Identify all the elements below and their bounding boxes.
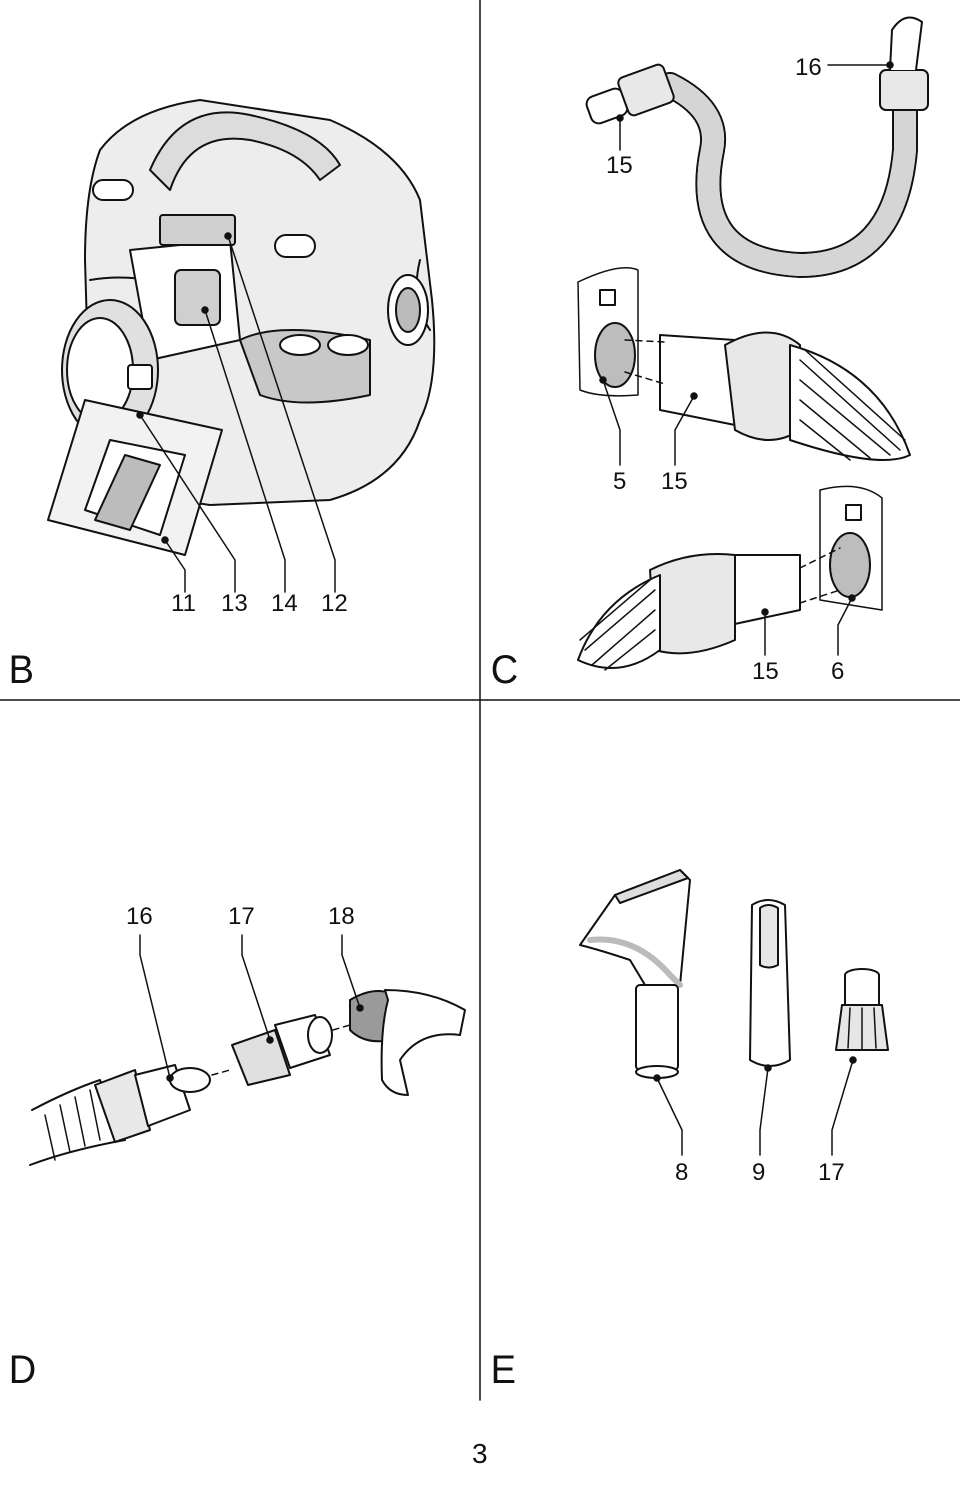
vacuum-unit-illustration	[47, 99, 436, 556]
upholstery-nozzle-illustration	[579, 869, 691, 1079]
panel-label-c: C	[490, 648, 519, 692]
callout-number: 15	[752, 658, 779, 685]
callout-number: 9	[752, 1159, 766, 1186]
callout-number: 18	[328, 903, 355, 930]
panel-label-b: B	[8, 648, 35, 692]
panel-c-leaders	[599, 61, 894, 656]
crevice-tool-illustration	[749, 899, 791, 1067]
adapter-17-illustration	[835, 968, 889, 1051]
hose-adapter-illustration	[29, 989, 466, 1166]
callout-number: 17	[818, 1159, 845, 1186]
callout-number: 16	[126, 903, 153, 930]
callout-number: 16	[795, 54, 822, 81]
callout-number: 5	[613, 468, 627, 495]
page-number: 3	[472, 1438, 488, 1469]
callout-number: 8	[675, 1159, 689, 1186]
hose-nozzle-connection-lower	[577, 485, 883, 671]
callout-number: 14	[271, 590, 298, 617]
callout-number: 17	[228, 903, 255, 930]
panel-grid	[0, 0, 960, 1401]
callout-number: 6	[831, 658, 845, 685]
panel-label-d: D	[8, 1348, 37, 1392]
panel-label-e: E	[490, 1348, 517, 1392]
panel-b-leaders	[136, 232, 336, 593]
panel-e-leaders	[653, 1056, 857, 1156]
callout-number: 12	[321, 590, 348, 617]
panel-d-leaders	[139, 934, 364, 1082]
hose-illustration	[585, 16, 929, 278]
callout-number: 15	[661, 468, 688, 495]
callout-number: 15	[606, 152, 633, 179]
callout-number: 13	[221, 590, 248, 617]
hose-nozzle-connection-upper	[577, 267, 911, 461]
callout-number: 11	[171, 590, 196, 617]
